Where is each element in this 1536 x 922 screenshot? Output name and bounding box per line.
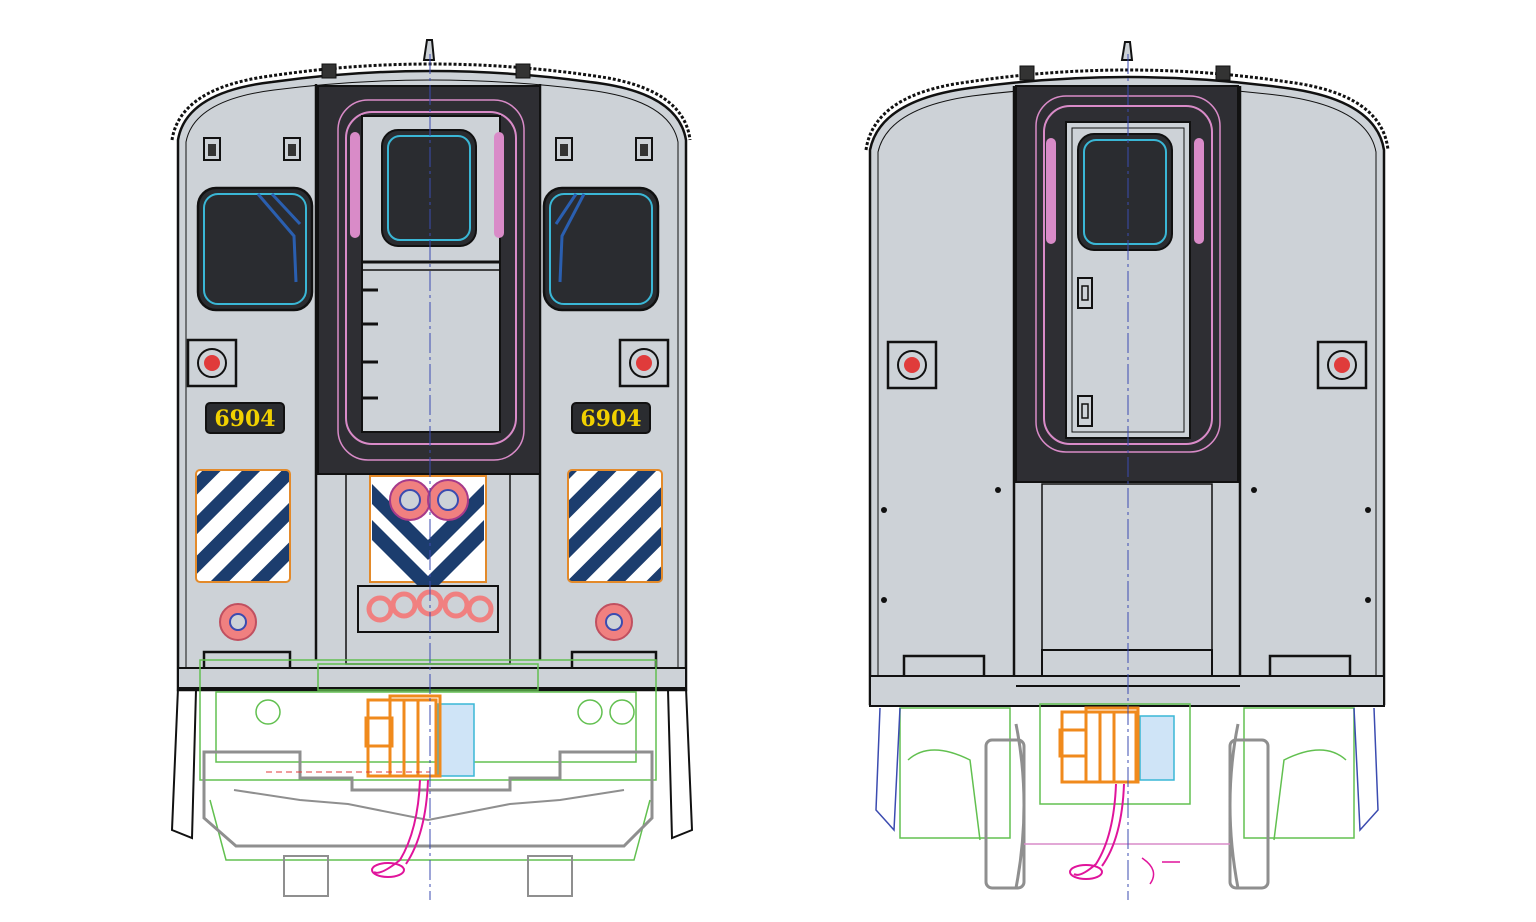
left-wiper	[256, 192, 302, 283]
roof-line	[170, 62, 692, 141]
left-cab-window	[196, 186, 314, 312]
antenna	[422, 39, 436, 61]
right-marker-light	[1316, 340, 1368, 390]
left-headlight	[186, 338, 238, 388]
left-wheel	[984, 723, 1026, 890]
coupler	[364, 694, 442, 778]
door-window	[1077, 133, 1173, 251]
car-number-left: 6904	[214, 406, 275, 432]
cab-end-view: 6904 6904	[170, 39, 694, 900]
truck-frame	[202, 750, 654, 848]
right-wheel	[1228, 723, 1270, 890]
blind-end-view	[864, 41, 1390, 900]
right-warning-stripes	[567, 469, 663, 583]
car-number-plate-right	[571, 402, 651, 434]
air-hose	[1073, 783, 1117, 876]
left-marker-light	[886, 340, 938, 390]
coupler	[1058, 706, 1140, 784]
right-headlight	[618, 338, 670, 388]
left-warning-stripes	[195, 469, 291, 583]
air-hose	[373, 779, 421, 874]
underframe-equipment	[899, 703, 1355, 841]
door-window	[381, 129, 477, 247]
car-number-plate-left	[205, 402, 285, 434]
car-number-right: 6904	[580, 406, 641, 432]
antenna	[1120, 41, 1134, 61]
right-wiper	[554, 193, 586, 283]
